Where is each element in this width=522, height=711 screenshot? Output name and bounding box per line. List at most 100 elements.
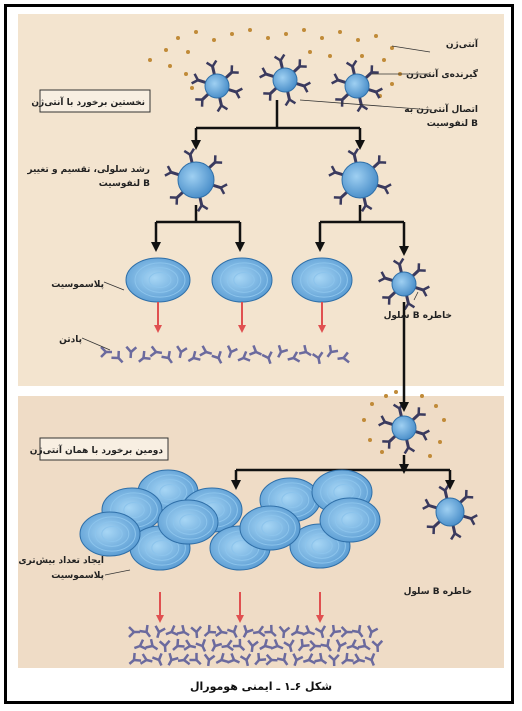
antigen-dot [168,64,172,68]
antibody [327,653,340,667]
antibody [125,345,138,359]
antibody [364,652,376,667]
antibody [232,638,246,652]
antigen-dot [176,36,180,40]
antigen-dot [382,58,386,62]
antibody [261,351,273,365]
second-exposure-box [39,437,169,461]
antibody [239,653,252,667]
antigen-dot [362,418,366,422]
plasmocyte [211,257,273,303]
antigen-dot [248,28,252,32]
antibody [167,652,179,666]
antibody [183,639,197,651]
first-exposure-box [39,89,151,113]
b-cell-growth-2 [328,147,392,213]
antibody [190,625,203,639]
plasmocyte [125,257,191,303]
antibody [154,625,166,639]
antibody [302,653,316,665]
antibody [199,345,213,357]
antibody [237,350,251,362]
antigen-dot [212,38,216,42]
antigen-dot [148,58,152,62]
plasmocytes-bottom [79,469,381,571]
antibody [248,344,262,356]
antibody [177,653,191,666]
branch-arrows-top [151,100,409,412]
antibody [221,639,234,652]
antibody [326,344,339,358]
label-second-exposure: دومین برخورد با همان آنتی‌ژن [30,444,164,456]
label-memory-b: سلول B خاطره [384,311,452,321]
antibody [195,638,207,652]
antibody [138,350,151,363]
antigen-dot [360,54,364,58]
antibody [314,625,327,639]
antibody [187,350,201,363]
label-antigen: آنتی‌ژن [446,38,479,50]
antigen-dot [374,34,378,38]
antibody [311,351,324,365]
antigen-dot [320,36,324,40]
antibody [100,346,112,358]
antibody [151,652,163,666]
label-memory-b-2: سلول B خاطره [404,587,472,597]
antibody [161,350,173,364]
antibody [189,652,202,666]
antigen-dot [328,54,332,58]
antibody [314,652,328,665]
antibody [226,652,240,664]
antibody [329,624,342,638]
antigen-dot [390,46,394,50]
b-cell-growth-1 [164,147,228,213]
antigen-dot [390,82,394,86]
antigen-dot [284,32,288,36]
antibody [287,351,301,363]
label-binding-2: لنفوسیت B [427,119,478,129]
antibody [226,345,238,359]
antibody [320,638,332,652]
antibody [211,638,223,652]
antibody [352,653,366,665]
label-plasmocyte: پلاسموسیت [51,280,104,290]
antigen-dot [338,30,342,34]
b-cell-top-2 [259,53,311,107]
antibody [335,639,347,653]
antibody [283,639,295,653]
figure-caption: شکل ۶ـ۱ ـ ایمنی هومورال [189,680,333,693]
antigen-dot [368,438,372,442]
plasmocyte [319,497,381,543]
antibodies-bottom [128,624,384,667]
plasmocytes-top [125,257,353,303]
b-cells [164,53,478,541]
antibody [340,626,353,638]
antibodies-top [100,344,350,365]
antibody [278,625,291,639]
antibody [270,638,284,650]
antibody [176,624,190,637]
antibody [337,351,350,364]
secretion-arrows-bottom [156,592,324,623]
antibody [139,653,153,665]
antigen-dot [302,28,306,32]
antibody [211,350,223,364]
antibody [145,638,159,651]
b-cell-top-1 [191,59,243,113]
plasmocyte [239,505,301,551]
label-more-plasmocytes-2: پلاسموسیت [51,571,104,581]
plasmocyte [157,499,219,545]
antibody [265,653,278,666]
antibody [308,639,322,652]
antibody [176,345,188,359]
memory-b-cell-1 [378,257,430,311]
antibody [357,638,371,651]
antibody [292,653,304,667]
plasmocyte [79,511,141,557]
antibody [158,639,171,653]
antigen-dot [420,394,424,398]
antigen-dot [438,440,442,444]
antibody [346,639,360,651]
antibody [252,625,266,638]
